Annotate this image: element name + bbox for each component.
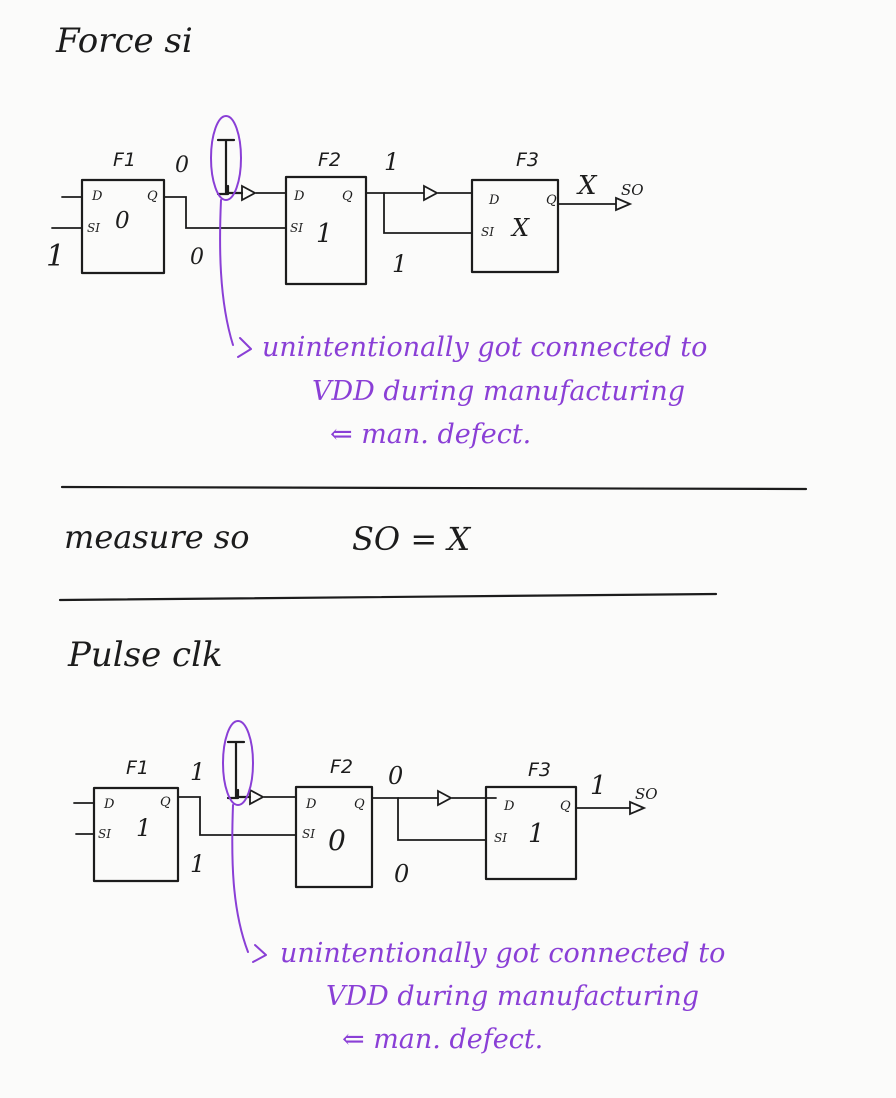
- pin-d-label: D: [91, 189, 103, 204]
- f3-si-value: 0: [394, 860, 409, 888]
- pin-d-label: D: [503, 799, 515, 814]
- annotation-line-2: VDD during manufacturing: [312, 376, 685, 407]
- buffer-2: [397, 789, 497, 807]
- f2-q-value: 1: [384, 148, 399, 176]
- flipflop-f1: F1 D Q SI 0: [80, 149, 166, 275]
- annotation-line-3: ⇐ man. defect.: [330, 419, 531, 450]
- flipflop-name: F3: [528, 759, 551, 781]
- flipflop-box: [294, 785, 374, 889]
- measure-result: SO = X: [352, 520, 471, 558]
- f1-input-wires: [51, 196, 83, 229]
- pin-d-label: D: [293, 189, 305, 204]
- title-force-si: Force si: [55, 21, 193, 61]
- flipflop-name: F3: [516, 149, 539, 171]
- f1-q-value: 1: [190, 758, 205, 786]
- flipflop-name: F2: [330, 756, 353, 778]
- defect-highlight-circle: [222, 720, 254, 806]
- f2-si-value: 0: [190, 245, 204, 270]
- flipflop-box: [80, 178, 166, 275]
- pin-si-label: SI: [290, 221, 303, 235]
- buffer-1: [241, 184, 287, 202]
- so-output-wire: [557, 196, 633, 212]
- defect-annotation-2: unintentionally got connected to VDD dur…: [231, 804, 725, 1055]
- f1-input-wires: [73, 802, 95, 835]
- flipflop-name: F1: [113, 149, 136, 171]
- flipflop-f2: F2 D Q SI 0: [294, 756, 374, 889]
- annotation-arrow: [219, 199, 252, 358]
- f2-si-value: 1: [190, 850, 205, 878]
- flipflop-state: 0: [115, 208, 130, 234]
- flipflop-f3: F3 D Q SI X: [470, 149, 560, 274]
- flipflop-state: 1: [316, 219, 333, 249]
- pin-q-label: Q: [160, 795, 171, 810]
- annotation-line-2: VDD during manufacturing: [326, 981, 699, 1012]
- stuck-at-vdd-node: [216, 138, 244, 196]
- pin-si-label: SI: [481, 225, 494, 239]
- f1-q-value: 0: [175, 153, 189, 178]
- flipflop-state: 1: [528, 819, 545, 849]
- wire-f1-to-f2-si: [177, 796, 297, 836]
- pin-si-label: SI: [87, 221, 100, 235]
- flipflop-f1: F1 D Q SI 1: [92, 757, 180, 883]
- annotation-line-1: unintentionally got connected to: [262, 332, 707, 363]
- title-pulse-clk: Pulse clk: [67, 635, 223, 675]
- divider-1: [60, 485, 808, 491]
- so-label: SO: [635, 785, 658, 803]
- scan-chain-diagram-1: F1 D Q SI 0 1 0 0 1 F2 D Q SI 1 1 1: [46, 115, 644, 286]
- pin-si-label: SI: [302, 827, 315, 841]
- flipflop-name: F2: [318, 149, 341, 171]
- pin-q-label: Q: [147, 189, 158, 204]
- f3-q-value: 1: [590, 771, 607, 801]
- f3-si-value: 1: [392, 250, 407, 278]
- defect-highlight-circle: [210, 115, 242, 201]
- flipflop-state: 1: [136, 814, 151, 842]
- annotation-arrow: [231, 804, 267, 963]
- title-measure-so: measure so: [64, 518, 249, 556]
- so-output-wire: [575, 800, 647, 816]
- pin-q-label: Q: [546, 193, 557, 208]
- pin-si-label: SI: [98, 827, 111, 841]
- flipflop-box: [470, 178, 560, 274]
- pin-si-label: SI: [494, 831, 507, 845]
- si-input-value: 1: [46, 239, 65, 274]
- f2-q-value: 0: [388, 762, 403, 790]
- wire-f2-to-f3-si: [371, 797, 487, 841]
- annotation-line-3: ⇐ man. defect.: [342, 1024, 543, 1055]
- divider-2: [58, 592, 718, 602]
- flipflop-state: 0: [328, 824, 346, 857]
- flipflop-name: F1: [126, 757, 149, 779]
- pin-d-label: D: [103, 797, 115, 812]
- flipflop-box: [484, 785, 578, 881]
- pin-q-label: Q: [354, 797, 365, 812]
- pin-q-label: Q: [342, 189, 353, 204]
- defect-annotation-1: unintentionally got connected to VDD dur…: [219, 199, 707, 450]
- wire-f1-to-f2-si: [163, 196, 287, 229]
- flipflop-box: [284, 175, 368, 286]
- annotation-line-1: unintentionally got connected to: [280, 938, 725, 969]
- buffer-1: [249, 788, 297, 806]
- pin-d-label: D: [305, 797, 317, 812]
- f3-q-value: X: [576, 171, 598, 201]
- scan-chain-diagram-2: F1 D Q SI 1 1 1 1 F2 D Q SI 0 0 0 F3: [73, 720, 658, 889]
- so-label: SO: [621, 181, 644, 199]
- stuck-at-vdd-node: [226, 740, 252, 800]
- buffer-2: [383, 184, 473, 202]
- flipflop-f3: F3 D Q SI 1: [484, 759, 578, 881]
- flipflop-f2: F2 D Q SI 1: [284, 149, 368, 286]
- pin-d-label: D: [488, 193, 500, 208]
- flipflop-state: X: [510, 214, 530, 242]
- wire-f2-to-f3-si: [365, 192, 473, 234]
- pin-q-label: Q: [560, 799, 571, 814]
